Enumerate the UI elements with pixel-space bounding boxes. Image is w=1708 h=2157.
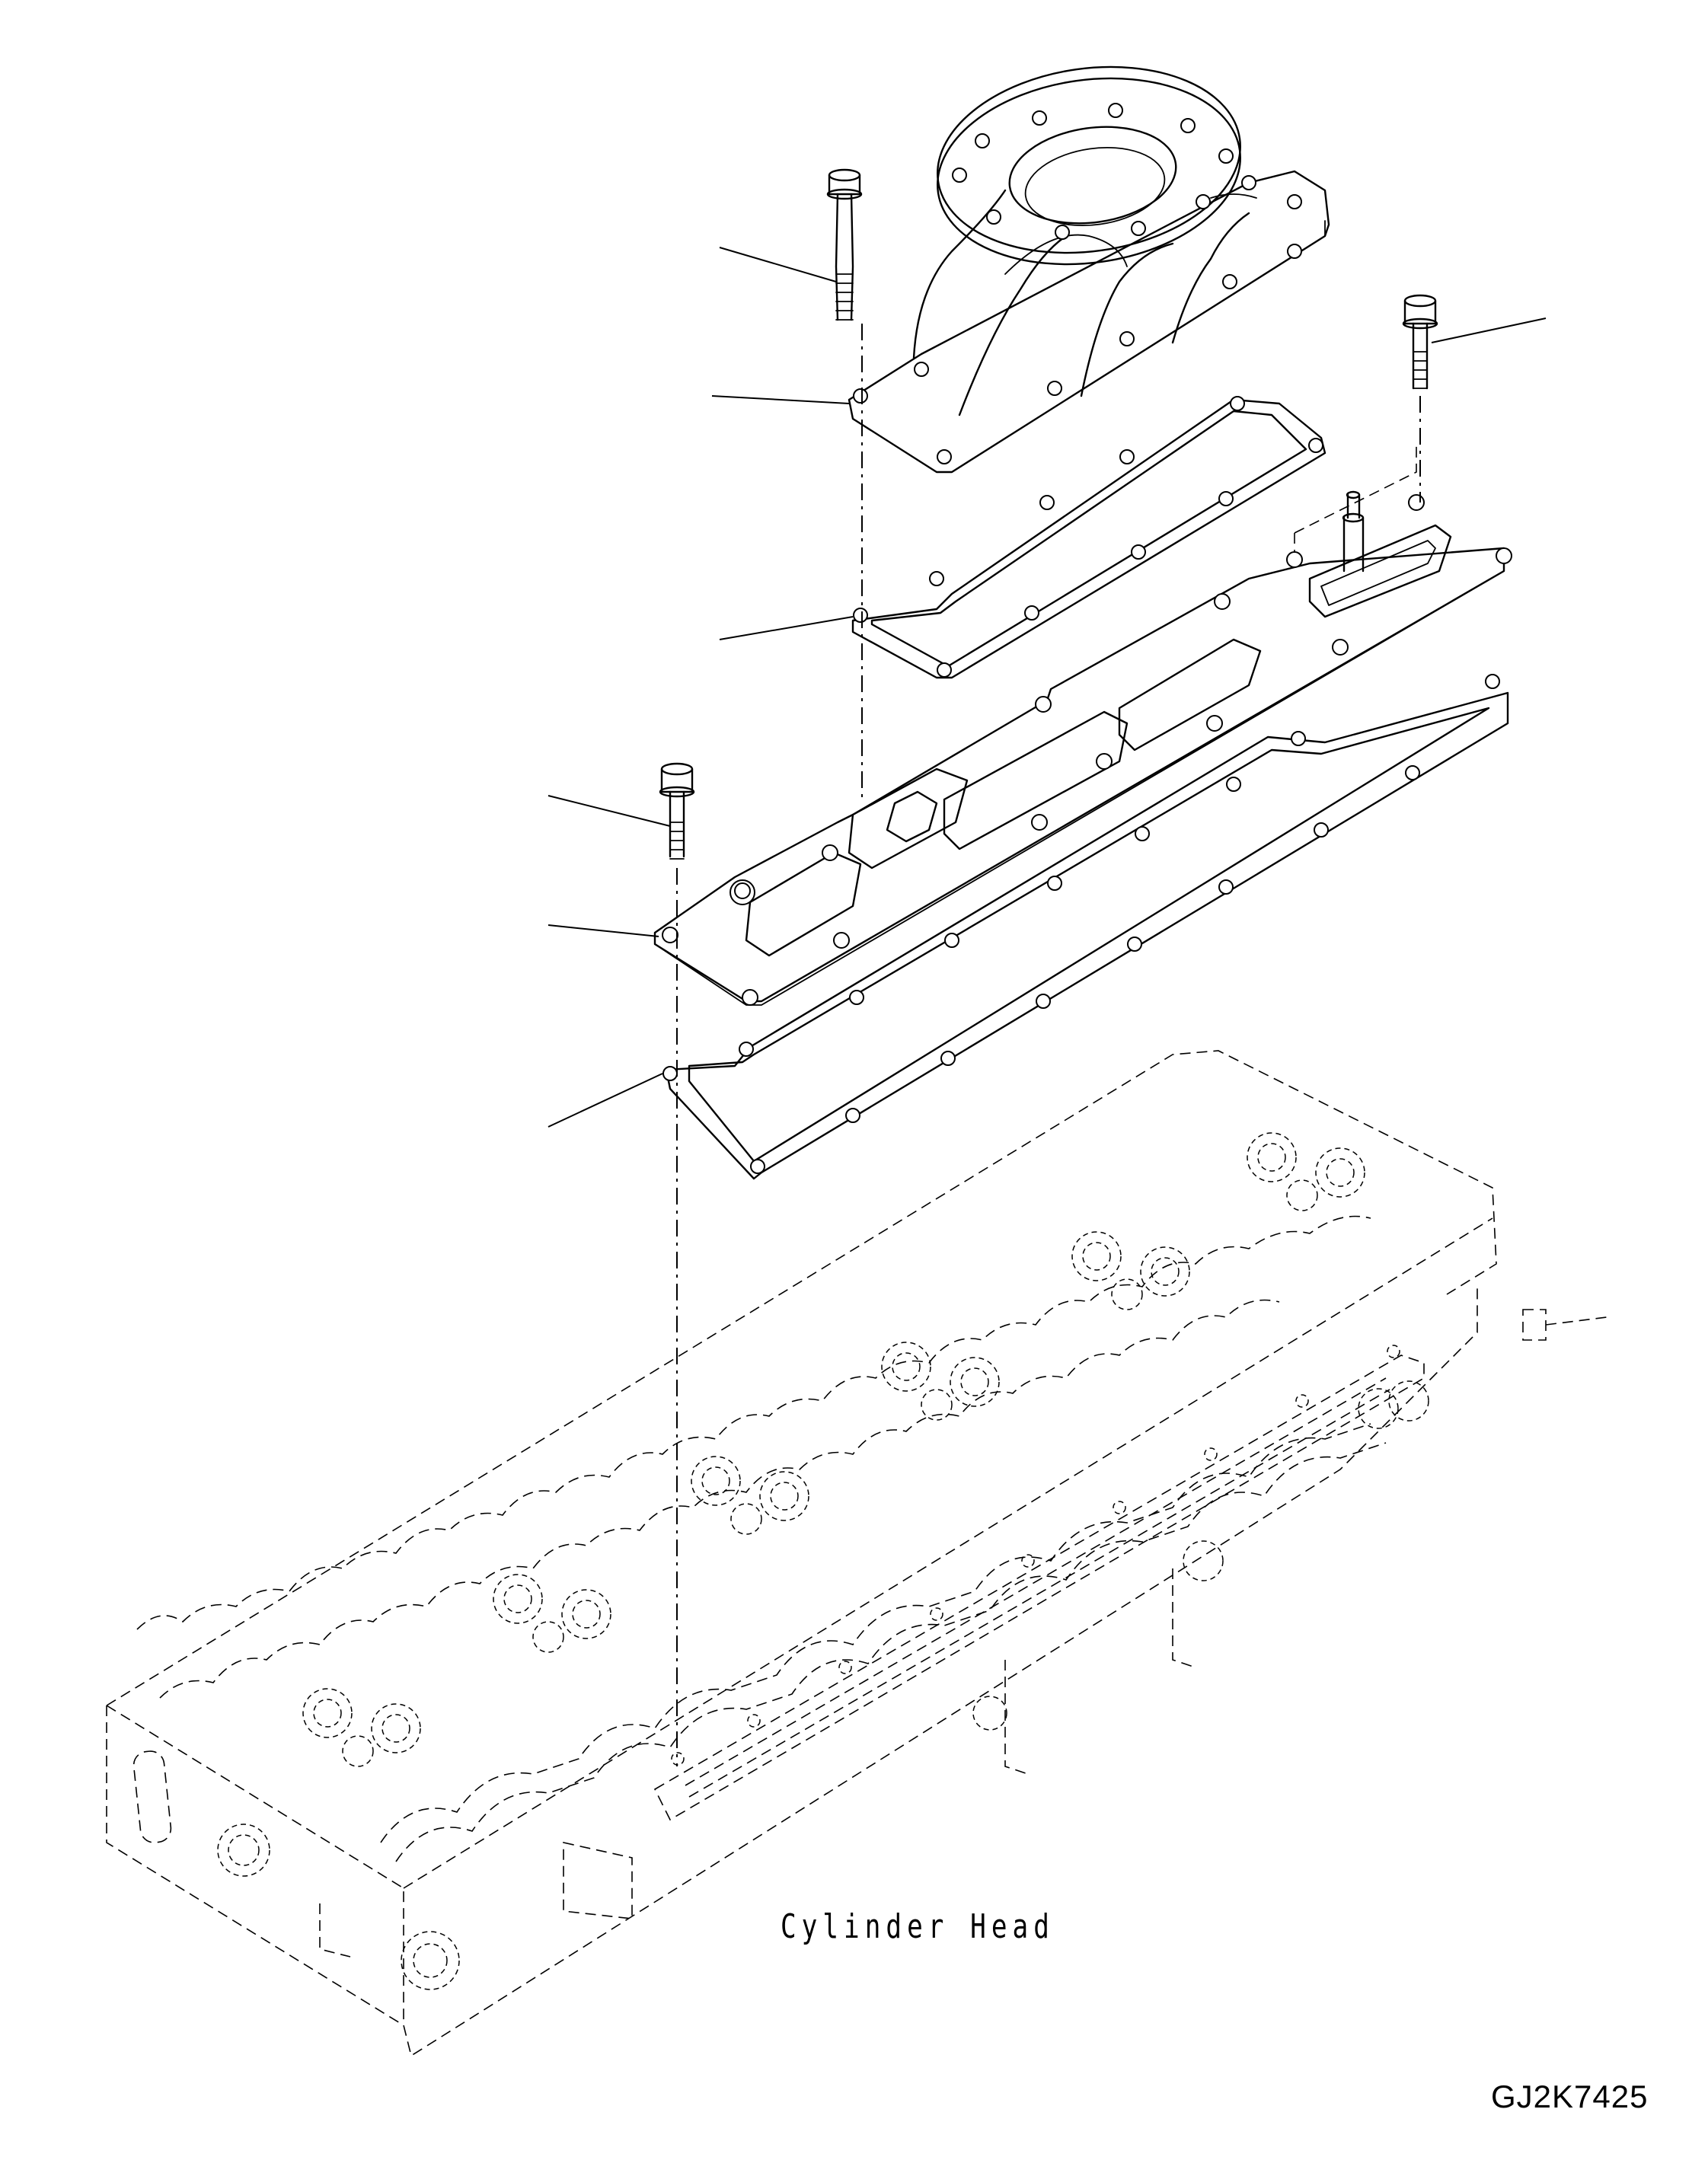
head-valve-bosses [302, 1132, 1365, 1767]
manifold-gasket [662, 674, 1509, 1180]
drawing-number: GJ2K7425 [1491, 2079, 1649, 2114]
head-flange-holes [671, 1345, 1400, 1766]
exhaust-outlet-connector [848, 65, 1330, 474]
exhaust-manifold [653, 442, 1512, 1006]
callout-leaders [548, 247, 1547, 1128]
bolt-upper-right [1402, 294, 1438, 390]
diagram-caption: Cylinder Head [781, 1907, 1055, 1946]
alignment-centerlines [676, 324, 1421, 1766]
bolt-lower-left [659, 762, 695, 860]
bolt-upper-left [826, 168, 863, 321]
head-end-face [132, 1309, 1607, 1990]
cylinder-head [106, 1050, 1607, 2057]
connector-gasket [851, 396, 1326, 679]
